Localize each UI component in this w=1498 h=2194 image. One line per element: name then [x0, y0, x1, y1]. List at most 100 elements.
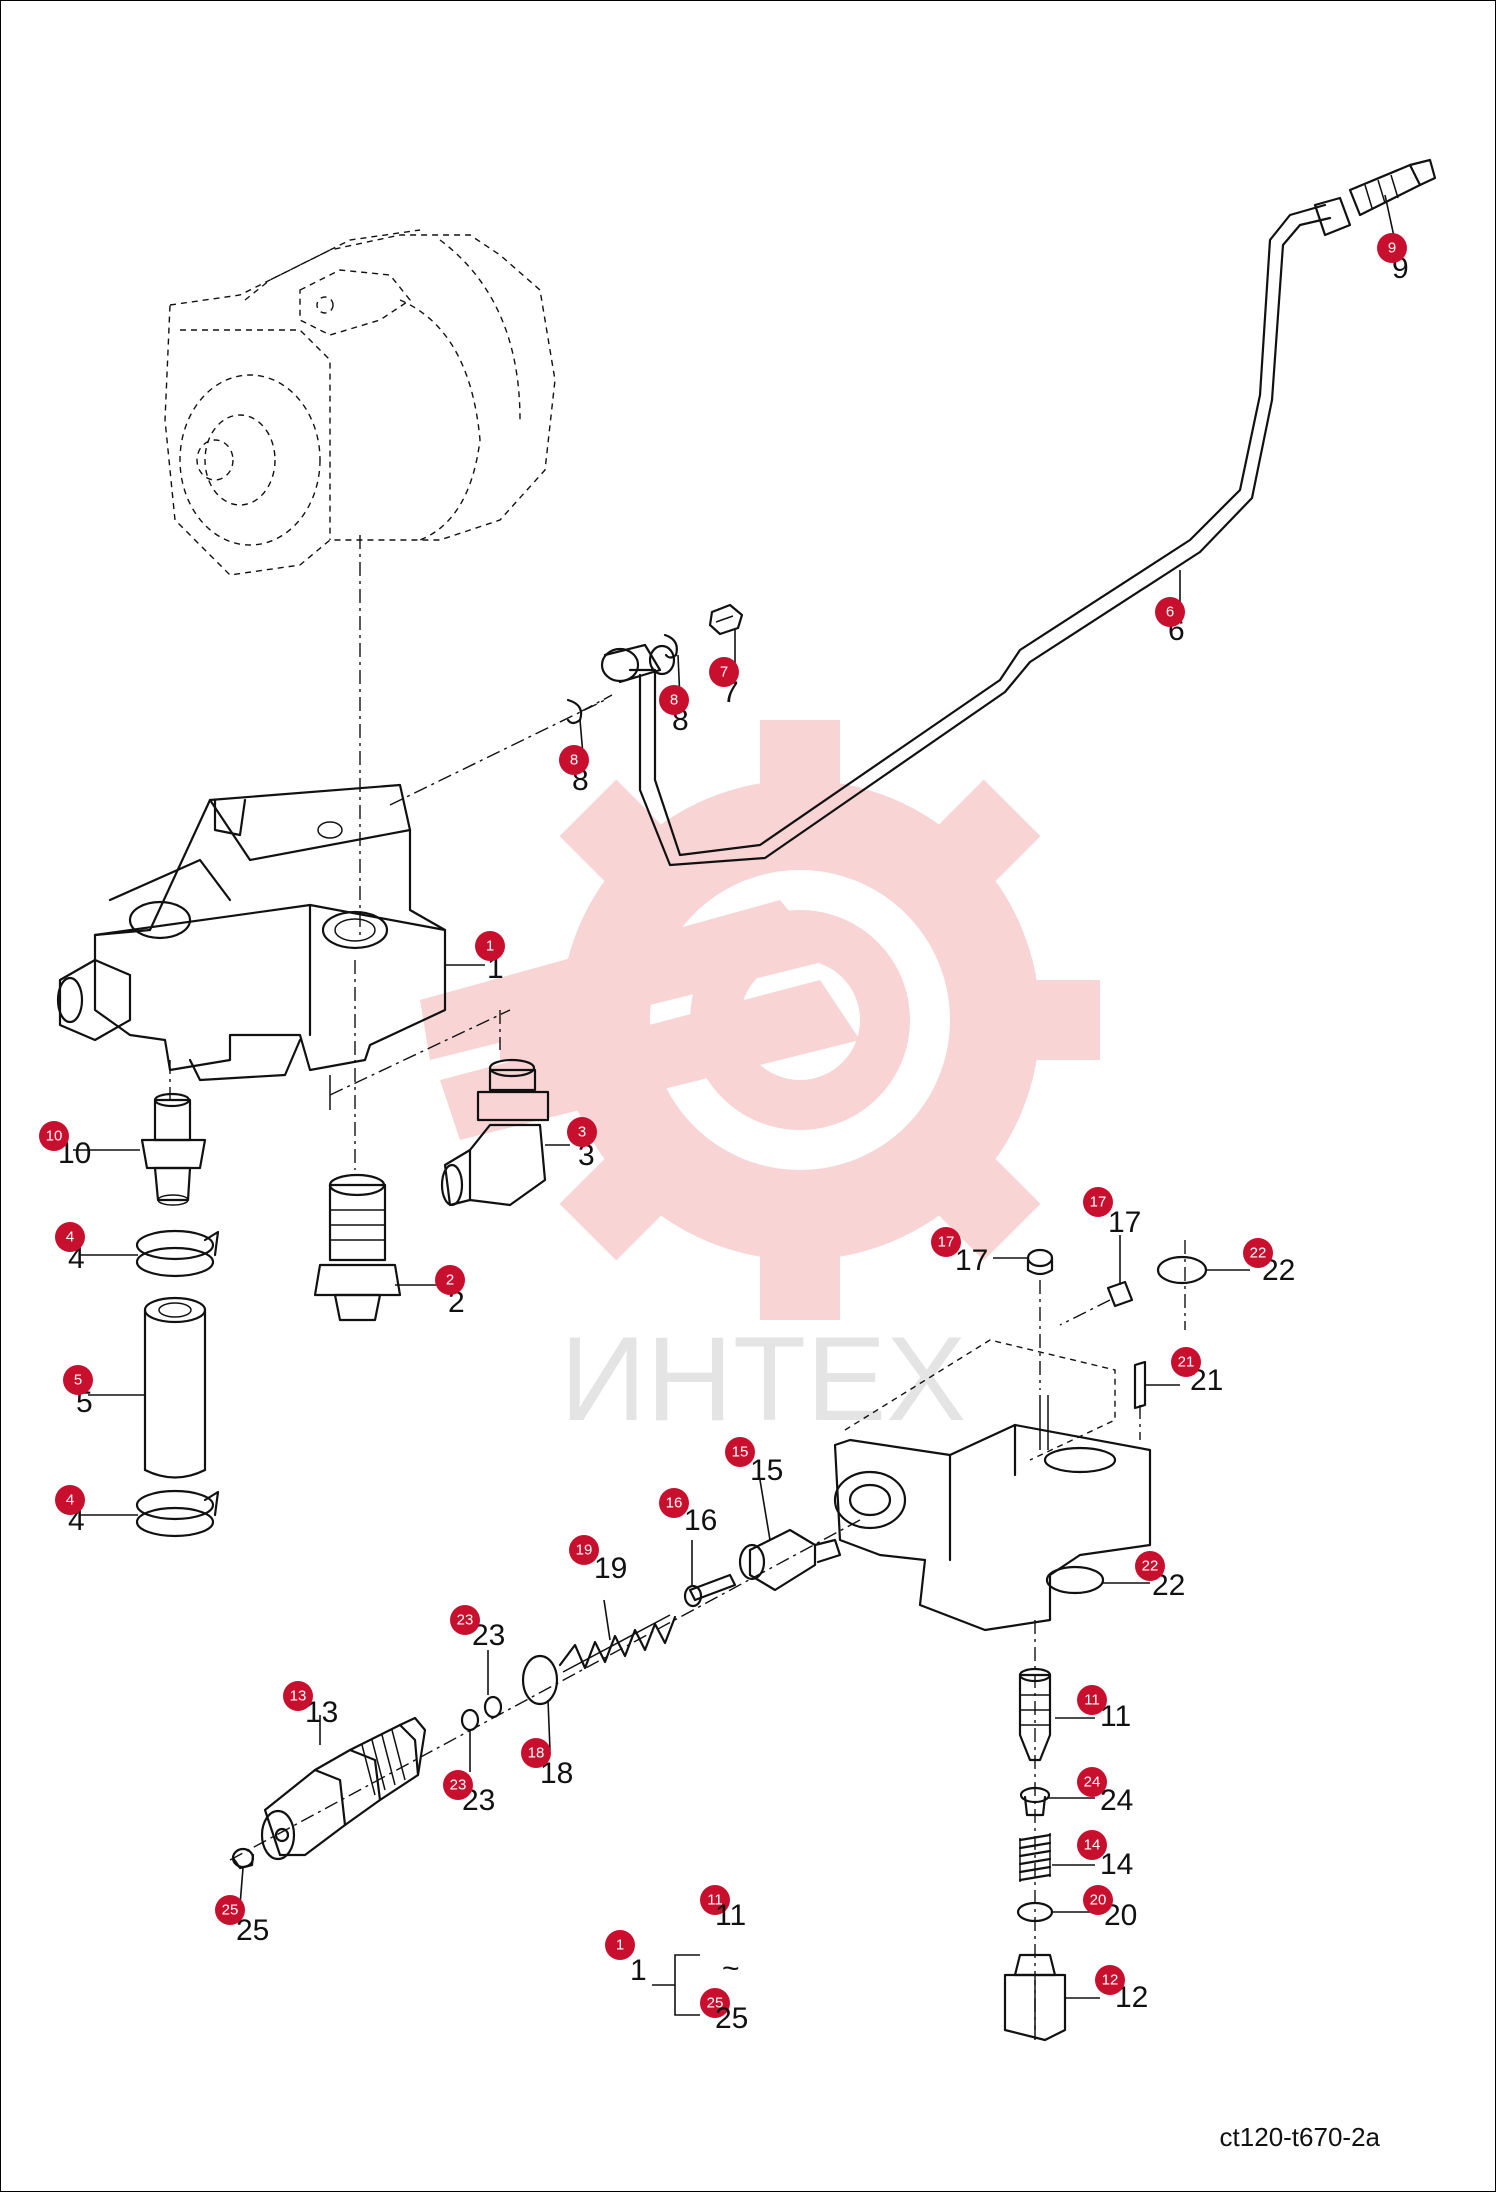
- washer-part-23b: [460, 1708, 480, 1732]
- callout-badge-c13: [283, 1681, 313, 1711]
- cl-washer: [579, 694, 613, 713]
- hydraulic-pump-outline: [164, 229, 556, 576]
- callout-badge-c4b: [55, 1485, 85, 1515]
- callout-badge-c18: [521, 1738, 551, 1768]
- callout-badge-c23b: [443, 1770, 473, 1800]
- valve-block: [56, 783, 447, 1110]
- callout-badge-c22b: [1135, 1551, 1165, 1581]
- callout-badge-text-c2: 2: [446, 1272, 454, 1289]
- hose-clamp-upper: [135, 1229, 220, 1278]
- washer-part-8b: [566, 698, 583, 725]
- washer-part-23a: [483, 1695, 503, 1719]
- callout-badge-c14: [1077, 1830, 1107, 1860]
- callout-badge-c22a: [1243, 1238, 1273, 1268]
- callout-badge-text-c7: 7: [720, 664, 728, 681]
- cap-part-25: [231, 1847, 255, 1870]
- callout-badge-c19: [569, 1535, 599, 1565]
- callout-badge-c2: [435, 1265, 465, 1295]
- callouts: 1122334444556677888899101011111212131314…: [39, 233, 1409, 2014]
- callout-badge-text-c1: 1: [486, 938, 494, 955]
- callout-badge-text-c24: 24: [1084, 1774, 1101, 1791]
- callout-badge-c8b: [559, 745, 589, 775]
- adjuster-body-part-13: [260, 1716, 427, 1861]
- callout-badge-text-c3: 3: [578, 1124, 586, 1141]
- callout-badge-text-c4a: 4: [66, 1229, 74, 1246]
- o-ring-part-18: [521, 1654, 559, 1706]
- callout-ref-c16: 16: [684, 1504, 717, 1537]
- callout-badge-text-c20: 20: [1090, 1892, 1107, 1909]
- callout-badge-c7: [709, 657, 739, 687]
- callout-badge-text-c12: 12: [1102, 1972, 1119, 1989]
- callout-badge-c25: [215, 1895, 245, 1925]
- callout-badge-c8a: [659, 685, 689, 715]
- banjo-fitting: [600, 643, 676, 684]
- callout-badge-c1: [475, 931, 505, 961]
- assembly-note: 1 1 11 11 ~ 25 25: [605, 1885, 748, 2035]
- hose-part-5: [143, 1296, 207, 1479]
- hose-clamp-lower: [135, 1489, 220, 1538]
- callout-badge-text-c23b: 23: [450, 1777, 467, 1794]
- callout-badge-text-c8b: 8: [570, 752, 578, 769]
- callout-ref-c15: 15: [750, 1454, 783, 1487]
- bolt-part-7: [708, 603, 744, 636]
- callout-badge-text-c17a: 17: [938, 1234, 955, 1251]
- seat-part-24: [1019, 1786, 1051, 1817]
- fitting-part-9: [1313, 158, 1437, 237]
- cl-valve-to-pipe: [389, 699, 606, 806]
- callout-badge-c3: [567, 1117, 597, 1147]
- spring-part-14: [1018, 1833, 1052, 1882]
- callout-badge-text-c14: 14: [1084, 1837, 1101, 1854]
- ref-note-parent: 1: [630, 1954, 647, 1987]
- callout-badge-c21: [1171, 1347, 1201, 1377]
- drawing-code: ct120-t670-2a: [1219, 2122, 1380, 2152]
- callout-badge-text-c17b: 17: [1090, 1194, 1107, 1211]
- pipe: [628, 203, 1332, 867]
- badge-note-to-text: 25: [707, 1995, 724, 2012]
- callout-ref-c17b: 17: [1108, 1206, 1141, 1239]
- watermark-logo: ИНТЕХ: [420, 720, 1100, 1446]
- callout-badge-text-c23a: 23: [457, 1612, 474, 1629]
- callout-badge-c12: [1095, 1965, 1125, 1995]
- callout-ref-c3: 3: [578, 1139, 595, 1172]
- badge-note-parent: [605, 1930, 635, 1960]
- callout-badge-text-c13: 13: [290, 1688, 307, 1705]
- callout-badge-c5: [63, 1365, 93, 1395]
- ref-note-to: 25: [715, 2002, 748, 2035]
- ref-note-range: ~: [722, 1952, 740, 1985]
- callout-badge-text-c18: 18: [528, 1745, 545, 1762]
- callout-badge-c4a: [55, 1222, 85, 1252]
- pin-part-16: [683, 1573, 737, 1608]
- badge-note-from-text: 11: [707, 1892, 723, 1909]
- washer-part-8a: [663, 633, 678, 659]
- ref-note-from: 11: [715, 1899, 746, 1932]
- callout-ref-c19: 19: [594, 1552, 627, 1585]
- plug-part-17a: [1026, 1248, 1054, 1276]
- plug-part-17b: [1106, 1280, 1134, 1308]
- plug-part-2: [313, 1173, 402, 1322]
- cartridge-axis: [229, 1519, 861, 1861]
- callout-badge-text-c5: 5: [74, 1372, 82, 1389]
- callout-badge-c10: [39, 1121, 69, 1151]
- callout-badge-text-c4b: 4: [66, 1492, 74, 1509]
- callout-badge-text-c9: 9: [1388, 240, 1396, 257]
- callout-ref-c14: 14: [1100, 1848, 1133, 1881]
- callout-badge-text-c25: 25: [222, 1902, 239, 1919]
- callout-badge-c9: [1377, 233, 1407, 263]
- callout-badge-text-c6: 6: [1166, 604, 1174, 621]
- callout-badge-text-c22b: 22: [1142, 1558, 1159, 1575]
- poppet-part-15: [738, 1528, 842, 1592]
- callout-badge-c23a: [450, 1605, 480, 1635]
- cl-17b: [1059, 1299, 1111, 1326]
- callout-ref-c24: 24: [1100, 1784, 1133, 1817]
- callout-badge-c15: [725, 1437, 755, 1467]
- callout-badge-c16: [659, 1488, 689, 1518]
- callout-badge-text-c8a: 8: [670, 692, 678, 709]
- callout-badge-text-c16: 16: [666, 1495, 683, 1512]
- adapter-part-10: [140, 1092, 207, 1206]
- leader-lines: [73, 194, 1399, 2016]
- callout-badge-c17b: [1083, 1187, 1113, 1217]
- badge-note-to: [700, 1988, 730, 2018]
- callout-badge-c17a: [931, 1227, 961, 1257]
- callout-badge-text-c19: 19: [576, 1542, 593, 1559]
